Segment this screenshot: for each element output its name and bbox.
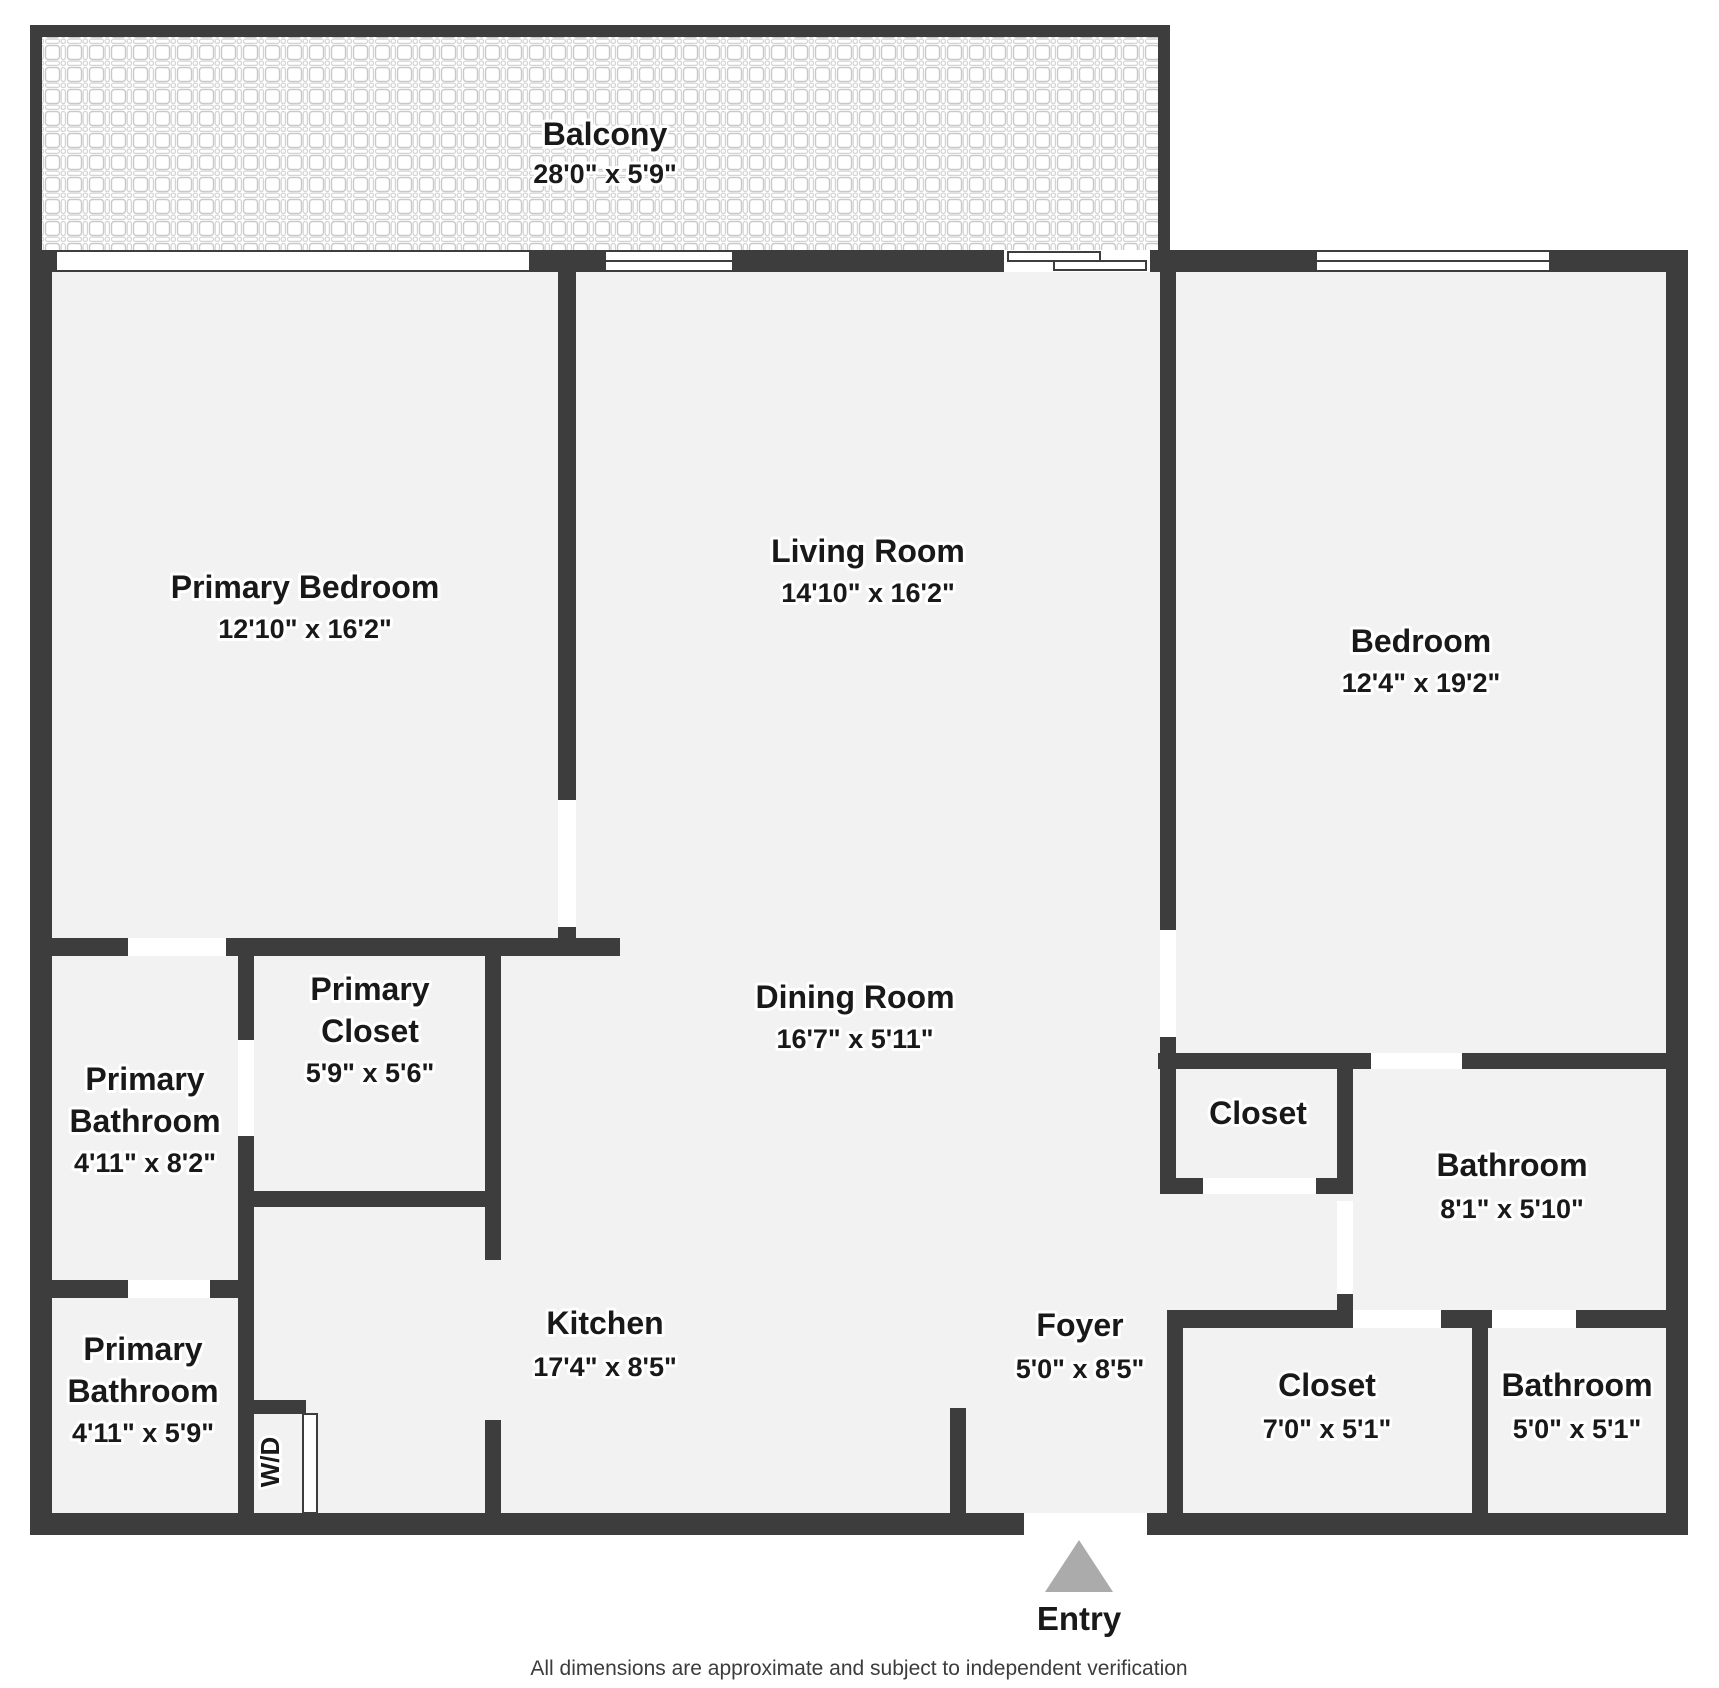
door-primary-bathroom-lower xyxy=(128,1280,210,1298)
bathroom-mid-name: Bathroom xyxy=(1436,1147,1587,1183)
wall-closetmid-left xyxy=(1160,1069,1176,1194)
door-bedroom-bathroom xyxy=(1371,1053,1462,1069)
entry-label: Entry xyxy=(1037,1600,1122,1637)
door-bedroom xyxy=(1160,930,1176,1037)
exterior-walls xyxy=(30,250,1688,1535)
wall-wd-top xyxy=(254,1400,306,1414)
living-room-name: Living Room xyxy=(771,533,965,569)
wall-primarybathroom2-right xyxy=(238,1298,254,1513)
wall-foyer-left-stub xyxy=(950,1408,966,1513)
closet-mid-name: Closet xyxy=(1209,1095,1307,1131)
bathroom-lower-dims: 5'0" x 5'1" xyxy=(1513,1414,1642,1444)
wall-exterior-bottom xyxy=(30,1513,1688,1535)
balcony-name: Balcony xyxy=(543,116,668,152)
primary-closet-dims: 5'9" x 5'6" xyxy=(306,1058,435,1088)
primary-bathroom-upper-name-line2: Bathroom xyxy=(69,1103,220,1139)
primary-bathroom-upper-dims: 4'11" x 8'2" xyxy=(74,1148,216,1178)
primary-bathroom-upper-name-line1: Primary xyxy=(85,1061,204,1097)
footer-disclaimer: All dimensions are approximate and subje… xyxy=(530,1657,1187,1680)
balcony-sliding-door-panel-2 xyxy=(1053,260,1147,271)
bathroom-mid-dims: 8'1" x 5'10" xyxy=(1440,1194,1584,1224)
wall-closetmid-right xyxy=(1337,1069,1353,1178)
wall-bathroommid-stub xyxy=(1337,1294,1353,1310)
primary-bedroom-name: Primary Bedroom xyxy=(171,569,440,605)
balcony-tile-pattern xyxy=(42,37,1158,250)
wall-kitchen-stub-upper xyxy=(485,1207,501,1260)
window-primary-bedroom xyxy=(55,250,531,272)
closet-lower-dims: 7'0" x 5'1" xyxy=(1263,1414,1392,1444)
wall-primarycloset-right xyxy=(485,956,501,1207)
wall-primarybedroom-livingroom xyxy=(558,272,576,800)
wall-closet-bathroom-divider xyxy=(1472,1328,1488,1513)
wall-bedroom-left xyxy=(1160,272,1176,930)
door-primary-bedroom xyxy=(558,800,576,927)
wall-exterior-left xyxy=(30,272,52,1535)
balcony-sliding-door-panel-1 xyxy=(1007,251,1101,262)
wall-exterior-right xyxy=(1666,272,1688,1535)
wall-kitchen-top xyxy=(238,1191,501,1207)
door-entry-opening xyxy=(1024,1513,1147,1535)
wd-label: W/D xyxy=(255,1437,285,1488)
entry-arrow-icon xyxy=(1045,1540,1113,1592)
unit-floor xyxy=(30,250,1688,1535)
primary-closet-name-line1: Primary xyxy=(310,971,429,1007)
balcony-dims: 28'0" x 5'9" xyxy=(533,159,677,189)
dining-room-dims: 16'7" x 5'11" xyxy=(776,1024,933,1054)
foyer-name: Foyer xyxy=(1036,1307,1123,1343)
closet-lower-name: Closet xyxy=(1278,1367,1376,1403)
dining-room-name: Dining Room xyxy=(755,979,954,1015)
wall-primarybedroom-stub xyxy=(558,927,576,938)
wall-kitchen-stub-lower xyxy=(485,1420,501,1513)
primary-bathroom-lower-name-line2: Bathroom xyxy=(67,1373,218,1409)
primary-bathroom-lower-name-line1: Primary xyxy=(83,1331,202,1367)
door-bathroom-lower xyxy=(1492,1310,1576,1328)
wall-foyer-right xyxy=(1167,1328,1183,1513)
door-bathroom-mid xyxy=(1337,1201,1353,1294)
bedroom-dims: 12'4" x 19'2" xyxy=(1342,668,1501,698)
door-closet-mid xyxy=(1203,1178,1316,1194)
balcony-wall-right xyxy=(1158,37,1170,250)
living-room-dims: 14'10" x 16'2" xyxy=(781,578,955,608)
kitchen-dims: 17'4" x 8'5" xyxy=(533,1352,677,1382)
bedroom-name: Bedroom xyxy=(1351,623,1491,659)
wd-door-panel xyxy=(302,1413,318,1514)
primary-bedroom-dims: 12'10" x 16'2" xyxy=(218,614,392,644)
door-primary-bathroom-upper xyxy=(128,938,226,956)
door-primary-closet xyxy=(238,1040,254,1136)
kitchen-name: Kitchen xyxy=(546,1305,663,1341)
balcony-walls xyxy=(30,25,1170,250)
wall-bedroom-left-stub xyxy=(1160,1037,1176,1053)
room-labels: Balcony 28'0" x 5'9" Primary Bedroom 12'… xyxy=(64,113,1655,1640)
door-closet-lower xyxy=(1353,1310,1441,1328)
windows xyxy=(55,250,1551,272)
balcony-wall-left xyxy=(30,37,42,250)
primary-bathroom-lower-dims: 4'11" x 5'9" xyxy=(72,1418,214,1448)
primary-closet-name-line2: Closet xyxy=(321,1013,419,1049)
bathroom-lower-name: Bathroom xyxy=(1501,1367,1652,1403)
door-openings xyxy=(128,800,1576,1535)
foyer-dims: 5'0" x 8'5" xyxy=(1016,1354,1145,1384)
balcony-wall-top xyxy=(30,25,1170,37)
